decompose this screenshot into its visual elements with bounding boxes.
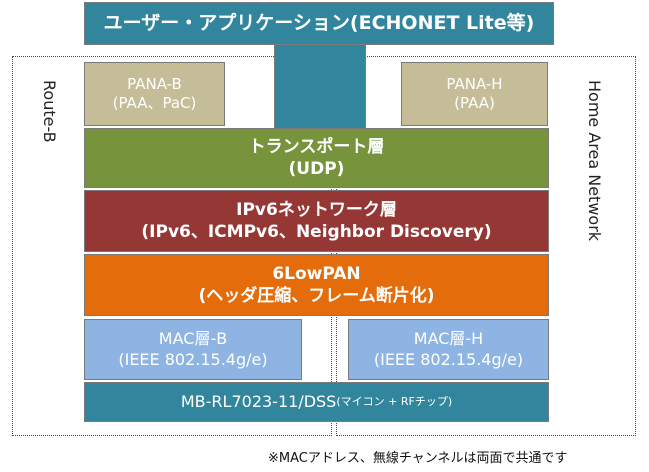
application-layer: ユーザー・アプリケーション(ECHONET Lite等) bbox=[84, 2, 554, 45]
pana-b-block: PANA-B (PAA、PaC) bbox=[84, 62, 225, 126]
pana-h-title: PANA-H bbox=[446, 74, 503, 93]
application-layer-stem bbox=[274, 44, 366, 130]
pana-b-subtitle: (PAA、PaC) bbox=[112, 94, 197, 112]
mac-b-title: MAC層-B bbox=[158, 328, 228, 348]
module-layer: MB-RL7023-11/DSS(マイコン + RFチップ) bbox=[84, 382, 549, 422]
home-area-network-label: Home Area Network bbox=[585, 80, 604, 242]
mac-h-subtitle: (IEEE 802.15.4g/e) bbox=[373, 349, 524, 369]
application-layer-label: ユーザー・アプリケーション(ECHONET Lite等) bbox=[103, 12, 535, 35]
mac-h-layer: MAC層-H (IEEE 802.15.4g/e) bbox=[348, 319, 549, 380]
ipv6-network-layer: IPv6ネットワーク層 (IPv6、ICMPv6、Neighbor Discov… bbox=[84, 190, 549, 252]
mac-b-subtitle: (IEEE 802.15.4g/e) bbox=[118, 349, 268, 369]
transport-layer-subtitle: (UDP) bbox=[288, 159, 345, 179]
6lowpan-layer: 6LowPAN (ヘッダ圧縮、フレーム断片化) bbox=[84, 254, 549, 316]
pana-b-title: PANA-B bbox=[127, 74, 182, 93]
footnote: ※MACアドレス、無線チャンネルは両面で共通です bbox=[268, 451, 568, 466]
pana-h-subtitle: (PAA) bbox=[454, 94, 495, 112]
6lowpan-layer-title: 6LowPAN bbox=[272, 263, 361, 284]
ipv6-layer-title: IPv6ネットワーク層 bbox=[236, 199, 397, 220]
route-b-label: Route-B bbox=[40, 80, 59, 143]
mac-b-layer: MAC層-B (IEEE 802.15.4g/e) bbox=[84, 319, 302, 380]
6lowpan-layer-subtitle: (ヘッダ圧縮、フレーム断片化) bbox=[198, 286, 435, 306]
ipv6-layer-subtitle: (IPv6、ICMPv6、Neighbor Discovery) bbox=[141, 222, 492, 242]
pana-h-block: PANA-H (PAA) bbox=[401, 62, 548, 126]
mac-h-title: MAC層-H bbox=[413, 328, 484, 348]
transport-layer: トランスポート層 (UDP) bbox=[84, 128, 549, 188]
module-subtitle: (マイコン + RFチップ) bbox=[336, 394, 453, 408]
transport-layer-title: トランスポート層 bbox=[248, 136, 385, 157]
module-name: MB-RL7023-11/DSS bbox=[180, 391, 337, 411]
